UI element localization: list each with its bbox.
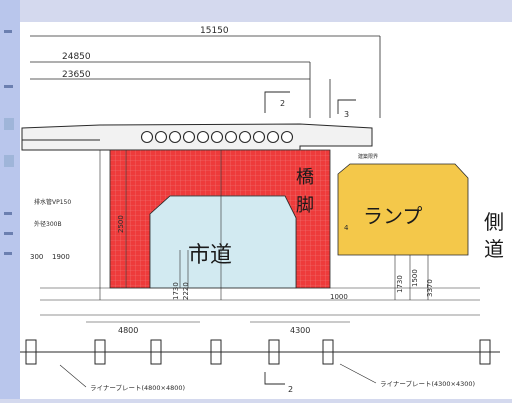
ramp-clearance [337,163,469,256]
side-road-label-line2: 道 [484,237,504,261]
dim-road-h2: 2220 [182,282,190,300]
pier-label-line1: 橋 [296,167,314,188]
dim-road-small-2: 1900 [52,253,70,261]
side-thumbnail-marks [4,30,14,255]
foundation-piles [20,339,500,365]
city-road-label: 市道 [188,243,232,268]
pipe-note-2: 外径300B [34,220,62,228]
liner-plate-left-note: ライナープレート(4800×4800) [90,384,185,392]
dim-second: 24850 [62,52,91,62]
section-marker-top-left-label: 2 [280,99,285,108]
dim-road-h1: 1730 [172,282,180,300]
ramp-small-number: 4 [344,224,349,232]
section-marker-top-right [337,99,356,114]
dim-ramp-mid-height: 1500 [411,269,419,287]
side-thumbnail-strip[interactable] [0,0,20,399]
dim-road-small: 300 [30,253,43,261]
dim-third: 23650 [62,70,91,80]
top-dimension-lines [30,35,381,118]
ramp-label: ランプ [363,204,422,228]
section-marker-bottom-label: 2 [288,385,293,394]
dim-ramp-right-height: 3370 [426,279,434,297]
pipe-note: 排水管VP150 [34,198,71,206]
pier-label-line2: 脚 [296,195,314,216]
liner-plate-right-note: ライナープレート(4300×4300) [380,380,475,388]
liner-plate-leaders [59,363,377,388]
dim-ramp-offset: 1000 [330,293,348,301]
dim-pier-height: 2500 [117,215,125,233]
dim-bottom-left: 4800 [118,326,138,335]
city-road-clearance [149,195,297,289]
dim-top-total: 15150 [200,26,229,36]
side-road-label-line1: 側 [484,210,504,234]
section-marker-bottom [264,372,285,385]
section-marker-top-left [264,91,290,113]
dim-ramp-left-height: 1730 [396,275,404,293]
inner-dimension-lines [40,150,480,323]
ramp-top-note: 建築限界 [358,153,378,160]
dim-bottom-right: 4300 [290,326,310,335]
deck-void-holes [140,130,294,144]
section-marker-top-right-label: 3 [344,110,349,119]
